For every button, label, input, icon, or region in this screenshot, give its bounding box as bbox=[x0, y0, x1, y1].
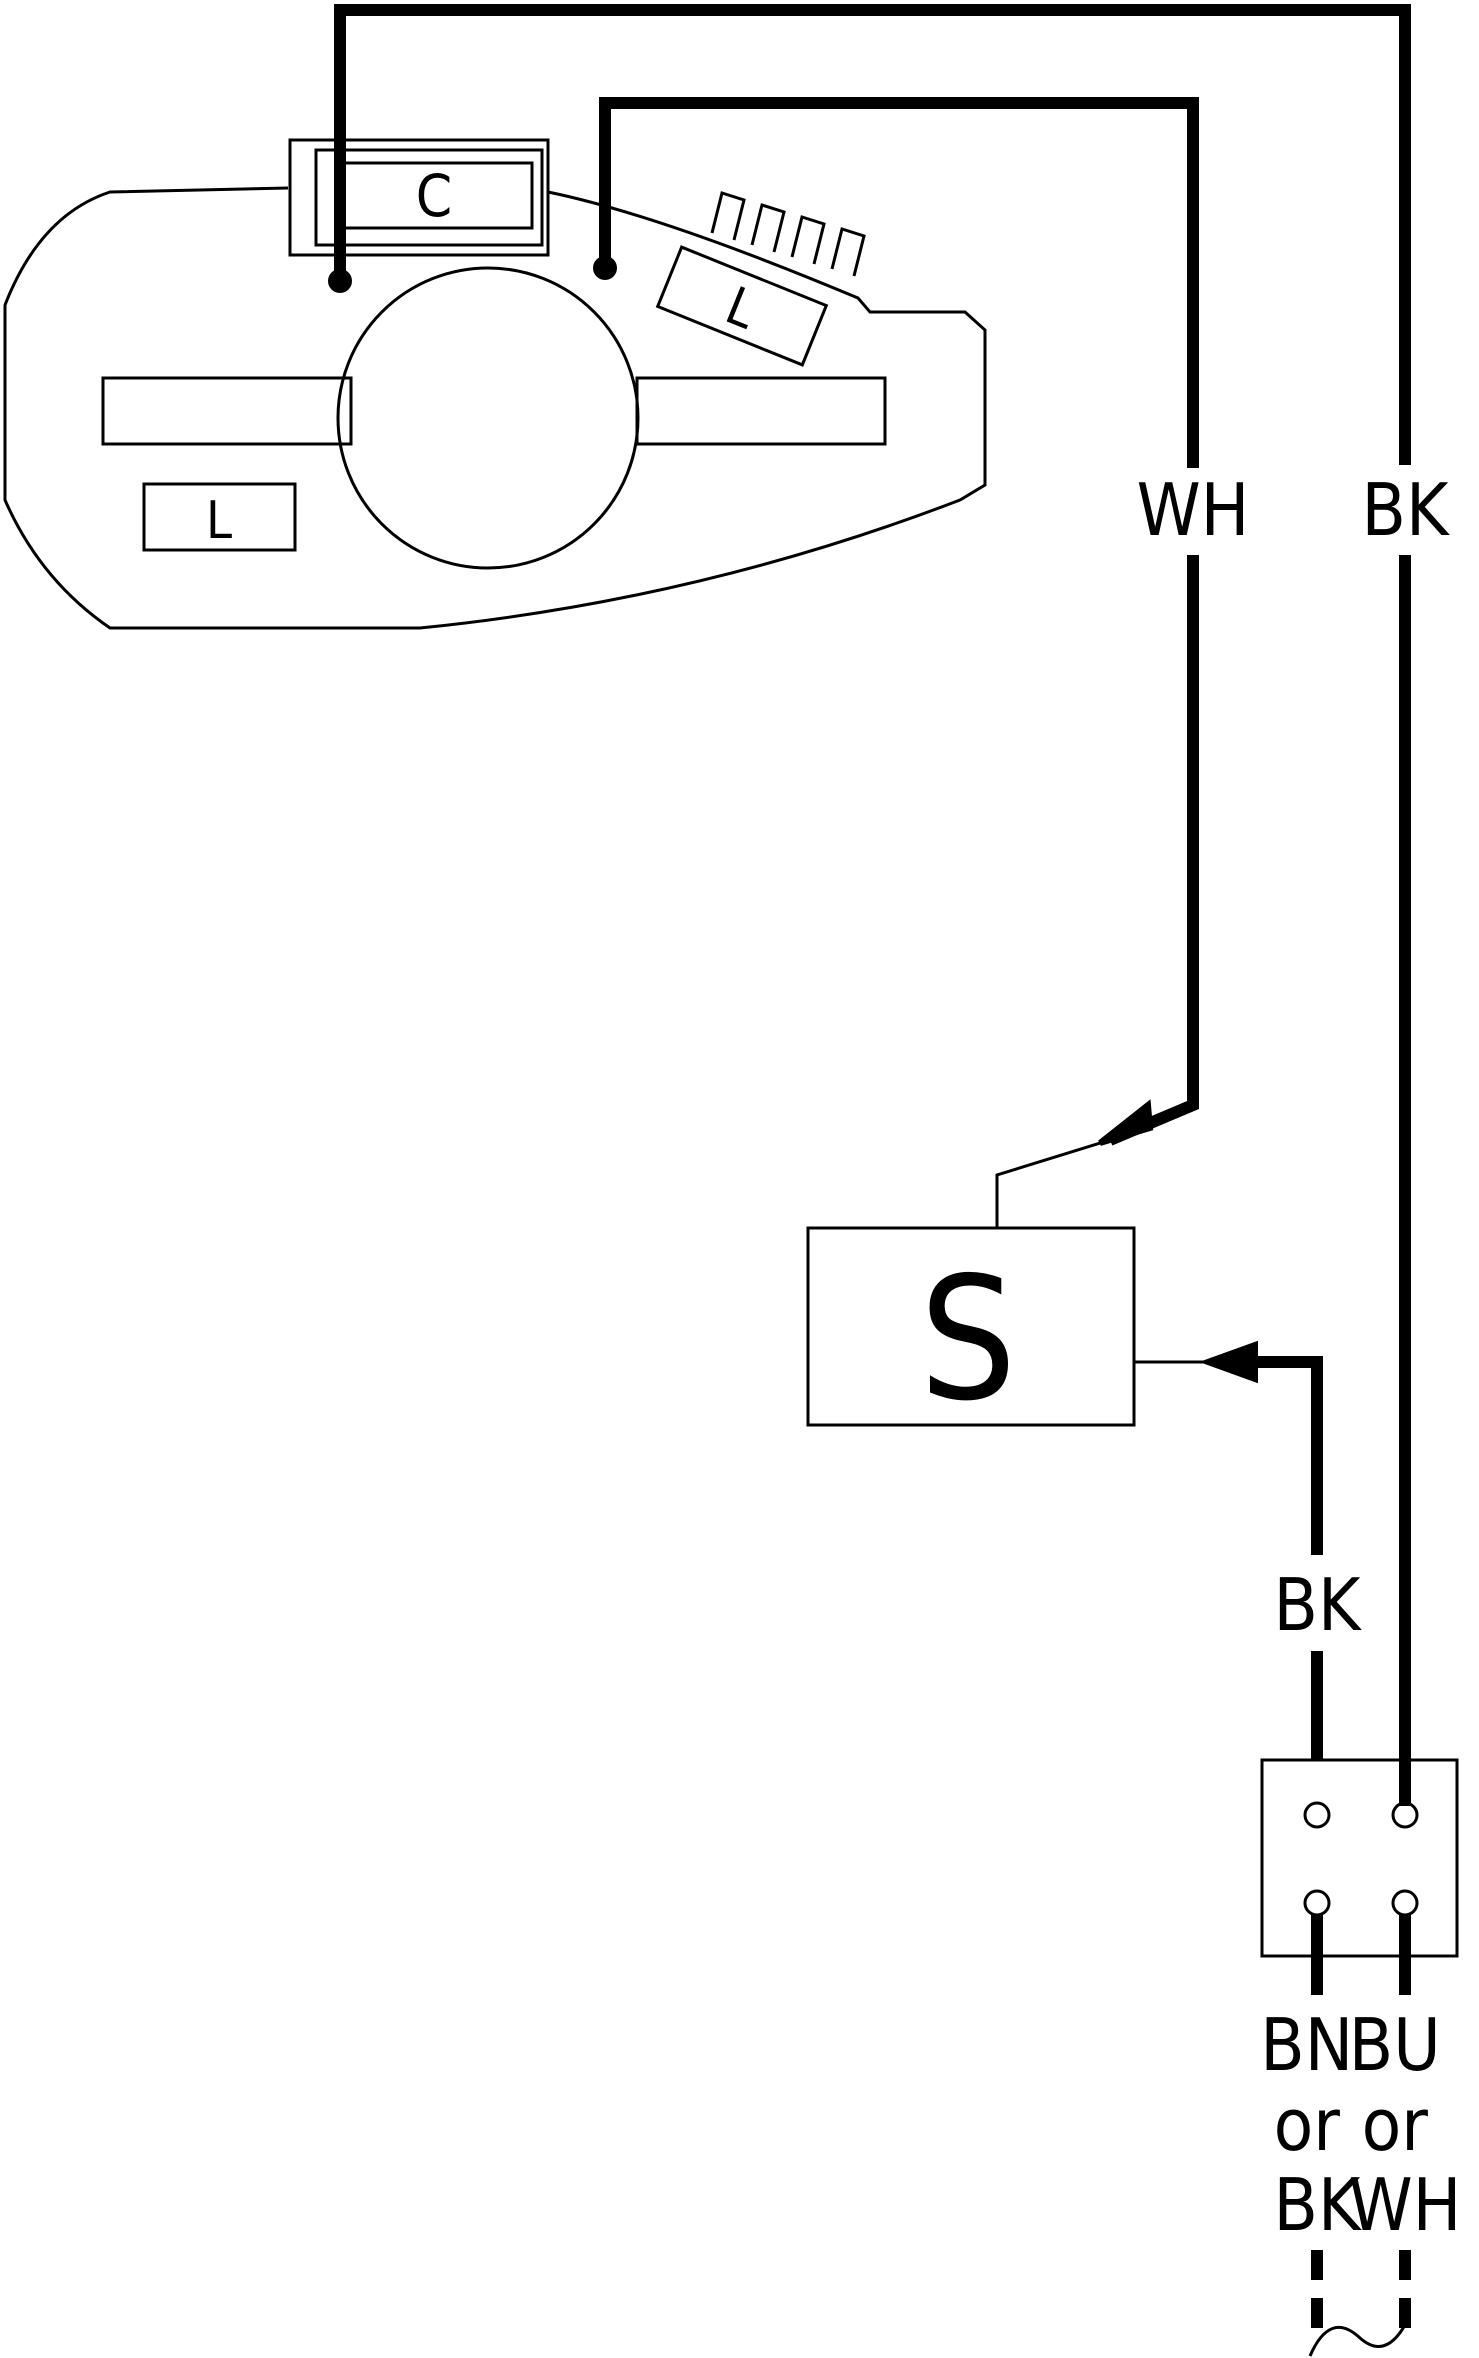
wire-white-lower bbox=[1107, 555, 1199, 1146]
capacitor-housing bbox=[288, 138, 550, 257]
supply-left-line-1: BN bbox=[1260, 2003, 1353, 2087]
wire-black-top-label: BK bbox=[1362, 468, 1450, 552]
supply-left-line-2: or bbox=[1274, 2083, 1341, 2167]
supply-right-line-2: or bbox=[1362, 2083, 1429, 2167]
supply-left-line-3: BK bbox=[1274, 2163, 1362, 2247]
motor-node-black bbox=[328, 269, 352, 293]
rotor bbox=[336, 266, 640, 570]
coil-top bbox=[655, 245, 829, 367]
supply-right-label: BU or WH bbox=[1349, 2003, 1462, 2247]
supply-right-line-1: BU bbox=[1349, 2003, 1441, 2087]
terminal-top-left bbox=[1303, 1801, 1331, 1829]
switch-lead-top bbox=[995, 1138, 1111, 1228]
motor-node-white bbox=[593, 256, 617, 280]
switch-arrow-top bbox=[1098, 1099, 1154, 1146]
supply-left-label: BN or BK bbox=[1260, 2003, 1373, 2247]
capacitor-inner-frame bbox=[314, 148, 544, 247]
wire-black-supply-label: BK bbox=[1274, 1563, 1362, 1647]
capacitor-label: C bbox=[416, 162, 452, 230]
wire-black-motor bbox=[334, 4, 1411, 465]
switch-label: S bbox=[919, 1241, 1016, 1439]
coil-top-label: L bbox=[718, 276, 765, 341]
terminal-block bbox=[1260, 1758, 1459, 1958]
terminal-bottom-left bbox=[1303, 1889, 1331, 1917]
coil-left-label: L bbox=[206, 491, 232, 551]
stator-pole-right bbox=[635, 376, 887, 446]
coil-winding bbox=[710, 191, 866, 277]
wire-white bbox=[599, 97, 1199, 468]
motor-housing bbox=[3, 186, 987, 630]
coil-left bbox=[142, 482, 297, 552]
terminal-bottom-right bbox=[1391, 1889, 1419, 1917]
terminal-top-right bbox=[1391, 1801, 1419, 1829]
switch-box bbox=[806, 1226, 1136, 1427]
stator-pole-left bbox=[101, 376, 353, 446]
supply-right-line-3: WH bbox=[1349, 2163, 1462, 2247]
wire-black-supply-upper bbox=[1232, 1356, 1323, 1555]
switch-arrow-right bbox=[1199, 1340, 1258, 1384]
ac-source-icon bbox=[1308, 2324, 1407, 2357]
wire-white-label: WH bbox=[1137, 468, 1250, 552]
